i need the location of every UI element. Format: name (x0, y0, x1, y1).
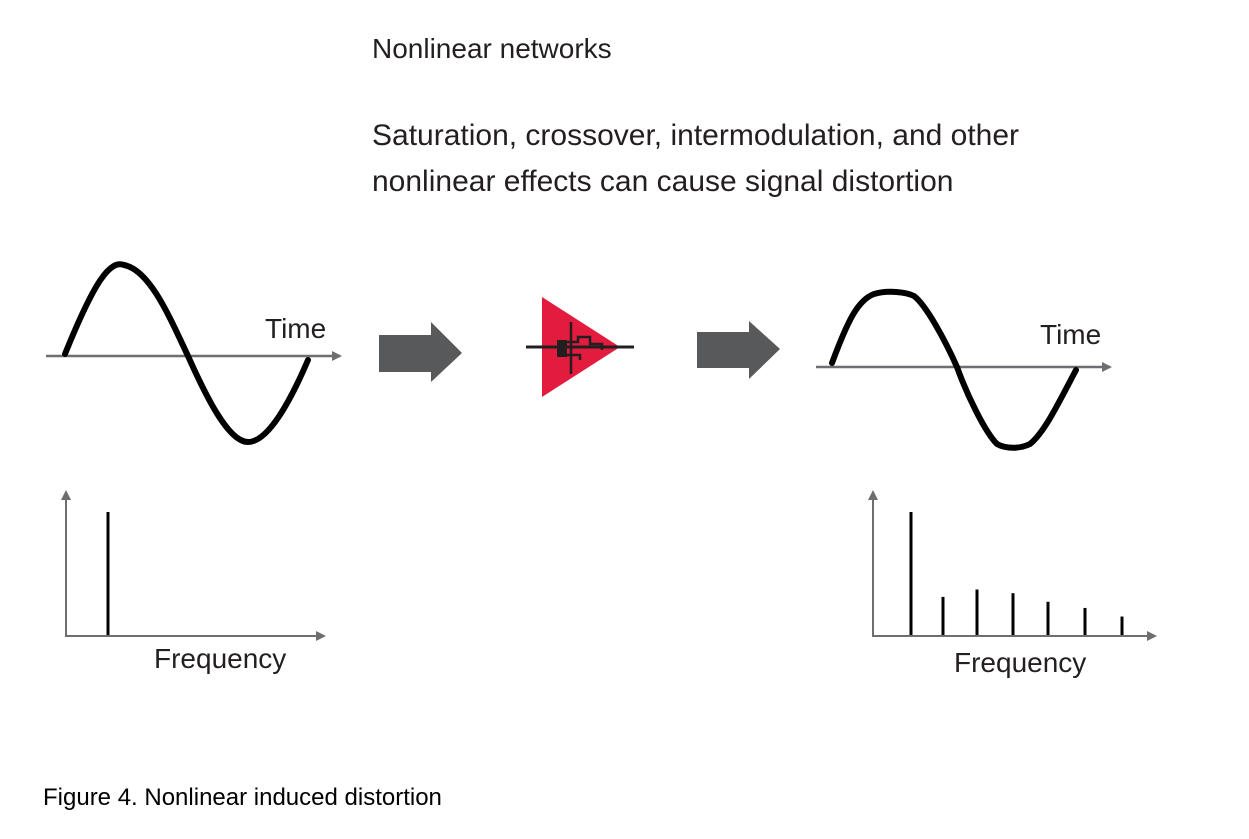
figure-caption: Figure 4. Nonlinear induced distortion (43, 784, 442, 811)
input-frequency-label: Frequency (154, 643, 286, 674)
output-distorted-wave (829, 288, 1079, 451)
output-time-plot: Time (816, 288, 1112, 451)
amplifier-transistor-icon (526, 297, 634, 397)
input-time-plot: Time (46, 261, 342, 446)
right-arrow-icon (697, 321, 780, 379)
input-sine-wave (62, 261, 311, 446)
right-arrow-icon (379, 322, 462, 382)
output-spectrum-plot: Frequency (868, 490, 1157, 678)
description-line-2: nonlinear effects can cause signal disto… (372, 165, 954, 198)
description-line-1: Saturation, crossover, intermodulation, … (372, 119, 1020, 152)
output-time-label: Time (1040, 319, 1101, 350)
input-spectrum-plot: Frequency (61, 490, 326, 674)
input-time-label: Time (265, 313, 326, 344)
output-frequency-label: Frequency (954, 647, 1086, 678)
heading: Nonlinear networks (372, 33, 612, 64)
